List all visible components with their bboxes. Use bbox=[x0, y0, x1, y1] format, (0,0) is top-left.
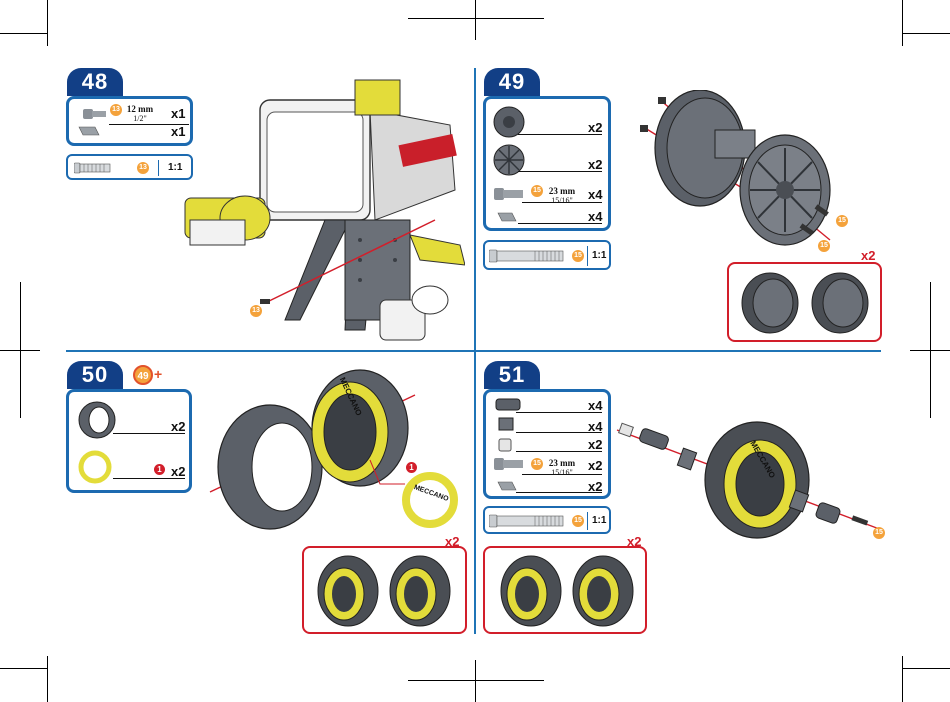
step-number: 50 bbox=[67, 361, 123, 389]
step-number: 48 bbox=[67, 68, 123, 96]
qty-line bbox=[518, 223, 602, 224]
crop-mark bbox=[902, 0, 903, 46]
step-48-assembly-illustration bbox=[175, 70, 465, 345]
nut-icon bbox=[496, 207, 520, 223]
scale-ratio: 1:1 bbox=[592, 515, 606, 526]
qty-line bbox=[516, 451, 602, 452]
part-size-metric: 23 mm bbox=[544, 459, 580, 468]
crop-mark bbox=[0, 33, 48, 34]
crop-mark bbox=[0, 668, 48, 669]
completed-wheel-hubs bbox=[735, 272, 875, 334]
part-ref-badge: 13 bbox=[110, 104, 122, 116]
part-ref-badge: 13 bbox=[250, 305, 262, 317]
qty-line bbox=[522, 474, 602, 475]
crop-mark bbox=[902, 33, 950, 34]
part-ref-badge: 15 bbox=[531, 185, 543, 197]
column-divider bbox=[474, 68, 476, 634]
part-ref-badge: 15 bbox=[873, 527, 885, 539]
square-nut-icon bbox=[496, 416, 520, 432]
part-quantity: x2 bbox=[588, 157, 602, 172]
step-51-axle-assembly bbox=[612, 400, 892, 540]
part-size-metric: 23 mm bbox=[544, 187, 580, 196]
qty-line bbox=[518, 171, 602, 172]
registration-mark bbox=[408, 18, 544, 19]
registration-mark bbox=[475, 0, 476, 40]
reference-step-badge: 49 bbox=[133, 365, 153, 385]
scale-reference: 13 1:1 bbox=[66, 154, 193, 180]
parts-list: x2 1 x2 bbox=[66, 389, 192, 493]
qty-line bbox=[516, 492, 602, 493]
qty-line bbox=[518, 134, 602, 135]
screw-scale-icon bbox=[74, 161, 114, 175]
bolt-icon bbox=[75, 105, 109, 141]
part-quantity: x2 bbox=[588, 437, 602, 452]
yellow-ring-icon bbox=[77, 450, 115, 484]
registration-mark bbox=[475, 660, 476, 702]
part-quantity: x2 bbox=[171, 464, 185, 479]
parts-list: 13 12 mm 1/2" x1 x1 bbox=[66, 96, 193, 146]
registration-mark bbox=[20, 282, 21, 418]
completed-tires-box bbox=[302, 546, 467, 634]
crop-mark bbox=[47, 656, 48, 702]
crop-mark bbox=[47, 0, 48, 46]
completed-tires bbox=[310, 554, 460, 628]
part-ref-badge: 15 bbox=[572, 250, 584, 262]
part-size: 12 mm 1/2" bbox=[123, 105, 157, 123]
part-size-imperial: 1/2" bbox=[123, 114, 157, 123]
assembly-multiplier: x2 bbox=[861, 248, 875, 263]
part-ref-badge: 15 bbox=[818, 240, 830, 252]
part-size-imperial: 15/16" bbox=[544, 468, 580, 477]
part-ref-badge: 13 bbox=[137, 162, 149, 174]
qty-line bbox=[522, 202, 602, 203]
registration-mark bbox=[408, 680, 544, 681]
part-quantity: x4 bbox=[588, 187, 602, 202]
bolt-icon bbox=[492, 184, 526, 206]
part-quantity: x4 bbox=[588, 398, 602, 413]
part-size-imperial: 15/16" bbox=[544, 196, 580, 205]
part-quantity: x4 bbox=[588, 209, 602, 224]
part-ref-badge: 15 bbox=[836, 215, 848, 227]
scale-reference: 15 1:1 bbox=[483, 506, 611, 534]
screw-scale-icon bbox=[489, 513, 569, 529]
nut-icon bbox=[496, 478, 520, 492]
scale-reference: 15 1:1 bbox=[483, 240, 611, 270]
part-ref-badge: 15 bbox=[531, 458, 543, 470]
crop-mark bbox=[902, 656, 903, 702]
parts-list: x4 x4 x2 15 23 mm 15/16" x2 x2 bbox=[483, 389, 611, 499]
scale-separator bbox=[158, 160, 159, 176]
plus-sign: + bbox=[154, 366, 162, 382]
bolt-icon bbox=[492, 455, 526, 475]
completed-wheels bbox=[491, 554, 641, 628]
screw-scale-icon bbox=[489, 248, 569, 264]
crop-mark bbox=[902, 668, 950, 669]
part-size-metric: 12 mm bbox=[123, 105, 157, 114]
scale-ratio: 1:1 bbox=[592, 250, 606, 261]
step-49-wheel-assembly bbox=[630, 90, 840, 250]
part-ref-badge: 1 bbox=[406, 462, 417, 473]
qty-line bbox=[113, 433, 185, 434]
scale-separator bbox=[587, 246, 588, 266]
step-number: 51 bbox=[484, 361, 540, 389]
step-50-tire-assembly bbox=[200, 360, 470, 540]
part-quantity: x2 bbox=[588, 458, 602, 473]
part-quantity: x2 bbox=[171, 419, 185, 434]
part-ref-badge: 15 bbox=[572, 515, 584, 527]
tire-icon bbox=[75, 400, 119, 440]
qty-line bbox=[516, 412, 602, 413]
completed-wheels-box bbox=[483, 546, 647, 634]
step-number: 49 bbox=[484, 68, 540, 96]
parts-list: x2 x2 15 23 mm 15/16" x4 x4 bbox=[483, 96, 611, 231]
scale-separator bbox=[587, 512, 588, 530]
qty-line bbox=[516, 432, 602, 433]
part-quantity: x2 bbox=[588, 120, 602, 135]
completed-wheels-box bbox=[727, 262, 882, 342]
registration-mark bbox=[930, 282, 931, 418]
part-ref-badge: 1 bbox=[154, 464, 165, 475]
qty-line bbox=[113, 478, 185, 479]
